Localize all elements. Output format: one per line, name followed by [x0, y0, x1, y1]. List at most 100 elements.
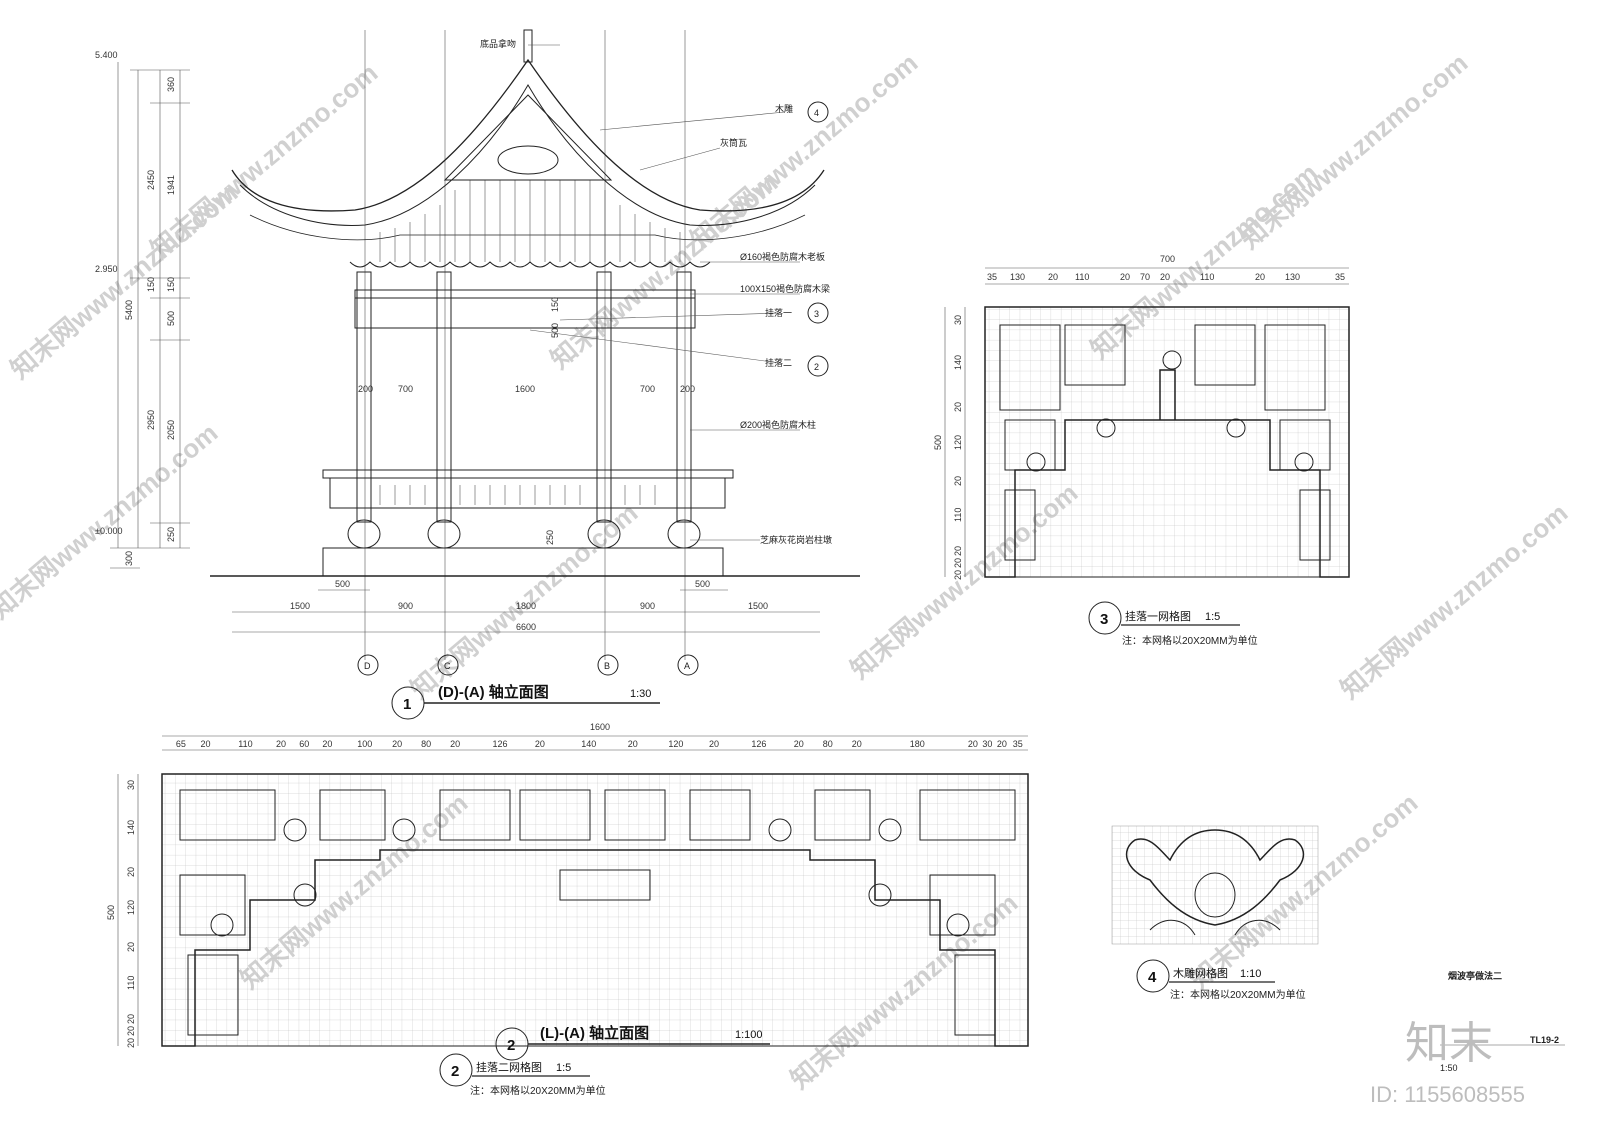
dimension-label: 500 — [695, 579, 710, 589]
dimension-label: 35 — [1013, 739, 1023, 749]
dimension-label: 500 — [106, 905, 116, 920]
dimension-label: 20 — [392, 739, 402, 749]
dimension-label: 140 — [953, 355, 963, 370]
dimension-label: 20 — [953, 558, 963, 568]
callout-ref: 2 — [814, 362, 819, 372]
dimension-label: 250 — [545, 530, 555, 545]
watermark-text: 知末网www.znzmo.com — [1335, 497, 1574, 704]
dimension-label: 2050 — [166, 420, 176, 440]
dimension-label: 80 — [823, 739, 833, 749]
dimension-label: 65 — [176, 739, 186, 749]
axis-label: B — [604, 661, 610, 671]
dimension-label: 20 — [126, 942, 136, 952]
dimension-label: 70 — [1140, 272, 1150, 282]
dimension-label: 20 — [953, 546, 963, 556]
dimension-label: 35 — [1335, 272, 1345, 282]
dimension-label: 80 — [421, 739, 431, 749]
dimension-label: 150 — [550, 297, 560, 312]
drawing-number: 4 — [1148, 969, 1157, 986]
dimension-label: 300 — [124, 551, 134, 566]
dimension-label: 360 — [166, 77, 176, 92]
dimension-label: 500 — [933, 435, 943, 450]
dimension-label: 1600 — [515, 384, 535, 394]
dimension-label: 180 — [910, 739, 925, 749]
callout-label: 灰筒瓦 — [720, 137, 747, 148]
dimension-label: 20 — [535, 739, 545, 749]
dimension-label: 1500 — [290, 601, 310, 611]
image-id: ID: 1155608555 — [1370, 1082, 1525, 1107]
watermark-text: 知末网www.znzmo.com — [145, 57, 384, 264]
dimension-label: 20 — [1255, 272, 1265, 282]
drawing-scale: 1:10 — [1240, 968, 1261, 980]
dimension-label: 110 — [953, 508, 963, 522]
elevation-drawing: 5.400 2.950 ±0.000 360 2450 1941 150 150… — [95, 29, 860, 720]
drawing-title: (L)-(A) 轴立面图 — [540, 1024, 649, 1042]
dimension-label: 1500 — [748, 601, 768, 611]
callout-label: 木雕 — [775, 103, 793, 114]
drawing-number: 2 — [451, 1063, 459, 1080]
level-label: ±0.000 — [95, 526, 122, 536]
dimension-label: 120 — [668, 739, 683, 749]
dimension-label: 130 — [1285, 272, 1300, 282]
callout-label: 挂落二 — [765, 357, 792, 368]
callout-label: 底品拿吻 — [480, 38, 516, 49]
sheet-code: TL19-2 — [1530, 1035, 1559, 1045]
dimension-label: 900 — [640, 601, 655, 611]
watermark-text: 知末网www.znzmo.com — [1235, 47, 1474, 254]
watermark-text: 知末网www.znzmo.com — [685, 47, 924, 254]
drawing-note: 注：本网格以20X20MM为单位 — [1170, 988, 1306, 1001]
dimension-label: 110 — [1200, 272, 1214, 282]
dimension-label: 5400 — [124, 300, 134, 320]
drawing-scale: 1:5 — [1205, 611, 1220, 623]
dimension-label: 35 — [987, 272, 997, 282]
dimension-label: 110 — [126, 976, 136, 990]
dimension-label: 500 — [335, 579, 350, 589]
drawing-title: 挂落一网格图 — [1125, 609, 1191, 623]
dimension-label: 30 — [126, 780, 136, 790]
dimension-label: 700 — [398, 384, 413, 394]
dimension-label: 700 — [640, 384, 655, 394]
dimension-label: 2950 — [146, 410, 156, 430]
dimension-label: 700 — [1160, 254, 1175, 264]
axis-label: D — [364, 661, 371, 671]
drawing-note: 注：本网格以20X20MM为单位 — [1122, 634, 1258, 647]
dimension-label: 126 — [493, 739, 508, 749]
panel-4-carving-drawing: 4 木雕网格图 1:10 注：本网格以20X20MM为单位 — [1111, 825, 1319, 1001]
dimension-label: 30 — [982, 739, 992, 749]
dimension-label: 20 — [628, 739, 638, 749]
drawing-scale: 1:5 — [556, 1062, 571, 1074]
callout-label: 100X150褐色防腐木梁 — [740, 283, 830, 294]
dimension-label: 200 — [358, 384, 373, 394]
axis-label: C — [444, 661, 451, 671]
dimension-label: 20 — [1160, 272, 1170, 282]
dimension-label: 20 — [322, 739, 332, 749]
dimension-label: 2450 — [146, 170, 156, 190]
drawing-scale: 1:100 — [735, 1029, 763, 1041]
drawing-title: 挂落二网格图 — [476, 1060, 542, 1074]
dimension-label: 20 — [852, 739, 862, 749]
dimension-label: 900 — [398, 601, 413, 611]
level-label: 2.950 — [95, 264, 118, 274]
dimension-label: 150 — [166, 277, 176, 292]
dimension-label: 20 — [201, 739, 211, 749]
callout-ref: 4 — [814, 108, 819, 118]
callout-label: 挂落一 — [765, 307, 792, 318]
dimension-label: 140 — [126, 820, 136, 835]
dimension-label: 1941 — [166, 175, 176, 195]
dimension-label: 110 — [238, 739, 252, 749]
callout-label: Ø160褐色防腐木老板 — [740, 251, 825, 262]
dimension-label: 126 — [751, 739, 766, 749]
dimension-label: 500 — [550, 323, 560, 338]
dimension-label: 20 — [968, 739, 978, 749]
dimension-label: 20 — [126, 1014, 136, 1024]
callout-ref: 3 — [814, 309, 819, 319]
dimension-label: 20 — [1048, 272, 1058, 282]
axis-label: A — [684, 661, 690, 671]
drawing-scale: 1:30 — [630, 688, 651, 700]
level-label: 5.400 — [95, 50, 118, 60]
drawing-number: 1 — [403, 696, 411, 713]
sheet-info: 烟波亭做法二 TL19-2 1:50 知末 ID: 1155608555 — [1370, 970, 1565, 1107]
dimension-label: 500 — [166, 311, 176, 326]
